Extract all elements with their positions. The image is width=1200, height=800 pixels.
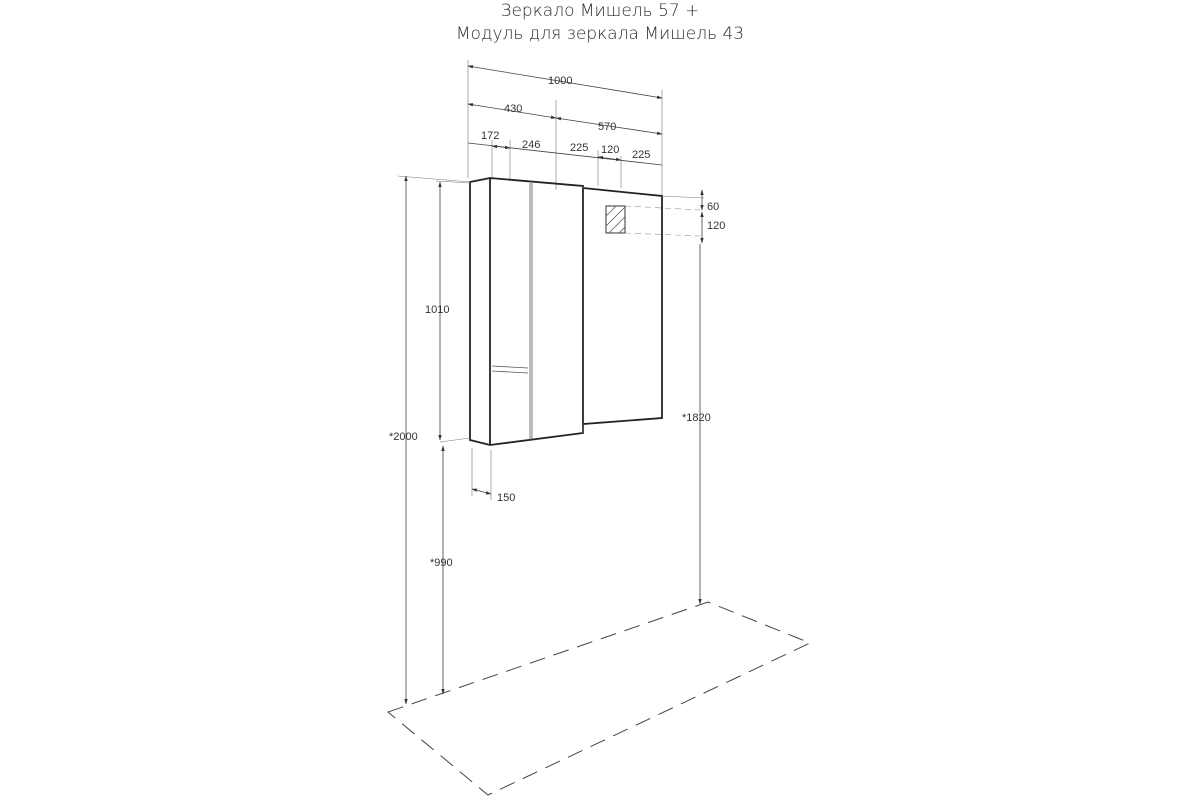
dimension-line-172 xyxy=(491,144,511,150)
left-extension-lines xyxy=(397,175,471,443)
dimension-label-1820: *1820 xyxy=(682,412,711,424)
dimension-label-1000: 1000 xyxy=(548,75,572,87)
dimension-label-60: 60 xyxy=(707,201,719,213)
dimension-label-2000: *2000 xyxy=(389,431,418,443)
dimension-line-120-horizontal xyxy=(597,155,622,162)
dimension-label-172: 172 xyxy=(481,130,499,142)
mirror-panel xyxy=(582,186,663,433)
dimension-line-430 xyxy=(467,103,557,119)
module-cabinet xyxy=(469,177,584,446)
dimension-label-570: 570 xyxy=(598,121,616,133)
dimension-label-225-right: 225 xyxy=(632,149,650,161)
dimension-line-1000 xyxy=(467,65,663,99)
diagram-title-line-1: Зеркало Мишель 57 + xyxy=(500,1,700,21)
dimension-line-570 xyxy=(555,117,663,135)
diagram-title-line-2: Модуль для зеркала Мишель 43 xyxy=(455,24,745,44)
depth-extension-lines xyxy=(471,448,492,500)
dimension-label-246: 246 xyxy=(522,139,540,151)
dimension-line-150 xyxy=(471,488,492,495)
dimension-label-1010: 1010 xyxy=(425,304,449,316)
dimension-label-225-left: 225 xyxy=(570,142,588,154)
dimension-label-120-horizontal: 120 xyxy=(601,144,619,156)
dimension-label-120-vertical: 120 xyxy=(707,220,725,232)
dimension-label-990: *990 xyxy=(430,557,453,569)
floor-outline xyxy=(386,601,812,796)
socket-box xyxy=(605,205,626,234)
dimension-label-430: 430 xyxy=(504,103,522,115)
dimension-label-150: 150 xyxy=(497,492,515,504)
socket-guide-lines xyxy=(624,195,705,237)
